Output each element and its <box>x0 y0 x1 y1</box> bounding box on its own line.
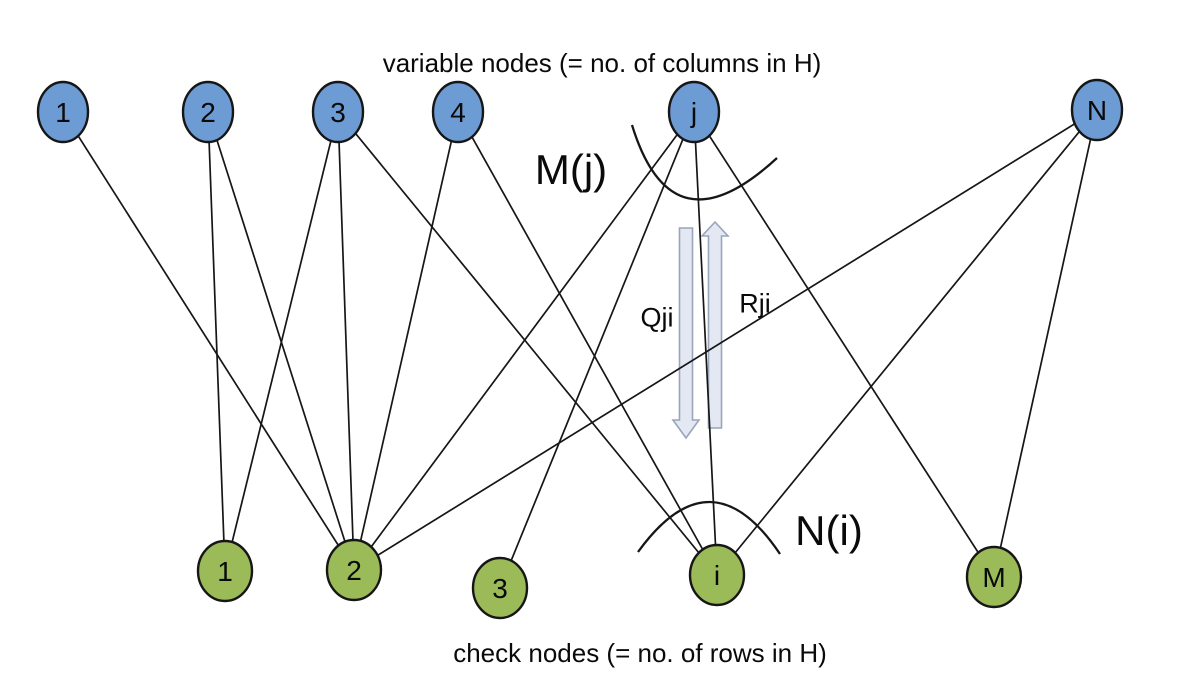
rji-arrow <box>700 220 730 429</box>
edge-v3-ci <box>337 111 718 576</box>
check-node-circle <box>196 539 254 603</box>
variable-node-N: N <box>1070 78 1124 142</box>
variable-nodes-caption: variable nodes (= no. of columns in H) <box>382 48 822 78</box>
check-node-label: 1 <box>217 556 233 587</box>
variable-node-label: 3 <box>330 97 346 128</box>
check-node-circle <box>965 545 1023 609</box>
variable-node-circle <box>667 80 721 144</box>
variable-node-circle <box>181 80 235 144</box>
check-node-label: 2 <box>346 555 362 586</box>
variable-node-label: 1 <box>55 97 71 128</box>
edge-vj-ci <box>693 111 718 576</box>
check-node-1: 1 <box>196 539 254 603</box>
variable-node-circle <box>431 80 485 144</box>
variable-node-4: 4 <box>431 80 485 144</box>
variable-node-circle <box>36 80 90 144</box>
variable-node-label: 4 <box>450 97 466 128</box>
edge-v2-c1 <box>207 111 226 572</box>
edge-vN-ci <box>716 109 1098 576</box>
check-node-circle <box>471 556 529 620</box>
check-node-label: M <box>982 562 1005 593</box>
qji-message-label: Qji <box>640 302 674 333</box>
variable-node-j: j <box>667 80 721 144</box>
variable-node-3: 3 <box>311 80 365 144</box>
edge-vj-c2 <box>353 111 695 571</box>
variable-node-label: 2 <box>200 97 216 128</box>
edge-v3-c2 <box>337 111 355 571</box>
mj-arc <box>630 124 778 201</box>
edge-v4-ci <box>457 111 718 576</box>
edge-v3-c1 <box>224 111 339 572</box>
variable-node-label: N <box>1087 95 1107 126</box>
check-node-2: 2 <box>325 538 383 602</box>
check-node-label: i <box>714 560 720 591</box>
check-nodes-caption: check nodes (= no. of rows in H) <box>453 638 827 668</box>
check-node-label: 3 <box>492 573 508 604</box>
edge-vN-cM <box>993 109 1098 578</box>
ni-set-label: N(i) <box>795 507 863 554</box>
check-node-circle <box>325 538 383 602</box>
ni-arc <box>637 501 781 555</box>
edge-vN-c2 <box>353 109 1098 571</box>
qji-arrow <box>671 227 701 440</box>
variable-node-label: j <box>690 97 697 128</box>
edge-v4-c2 <box>353 111 459 571</box>
variable-node-1: 1 <box>36 80 90 144</box>
check-node-M: M <box>965 545 1023 609</box>
variable-node-circle <box>311 80 365 144</box>
edge-vj-c3 <box>499 111 695 589</box>
check-node-i: i <box>688 543 746 607</box>
mj-set-label: M(j) <box>534 146 608 193</box>
edge-vj-cM <box>693 111 995 578</box>
variable-node-circle <box>1070 78 1124 142</box>
check-node-circle <box>688 543 746 607</box>
variable-node-2: 2 <box>181 80 235 144</box>
edge-v1-c2 <box>62 111 355 571</box>
rji-message-label: Rji <box>739 288 771 319</box>
check-node-3: 3 <box>471 556 529 620</box>
